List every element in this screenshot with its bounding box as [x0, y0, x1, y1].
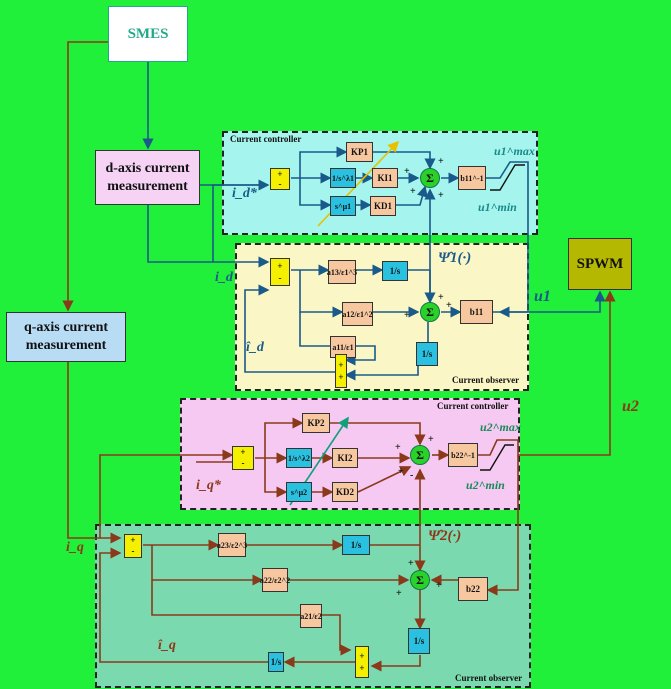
current-observer-q-title: Current observer	[455, 673, 523, 683]
u1-label: u1	[534, 288, 551, 305]
sign: +	[404, 166, 410, 177]
smes-block: SMES	[108, 6, 188, 62]
adder-sign: +	[359, 651, 365, 661]
u2-label: u2	[622, 398, 639, 415]
sign: +	[398, 466, 404, 477]
kp2-block: KP2	[302, 413, 330, 433]
ki1-block: KI1	[372, 168, 398, 188]
sign: +	[438, 190, 444, 201]
adder-sign: +	[338, 360, 344, 370]
psi1-label: Ψ̂1(·)	[438, 250, 472, 266]
adder-sign: -	[278, 179, 282, 189]
integrator-d-observer-2: 1/s	[416, 342, 438, 366]
adder-sign: +	[277, 169, 283, 179]
sign: +	[404, 310, 410, 321]
fractional-derivative-2: s^μ2	[286, 482, 312, 502]
sum-q-controller: Σ	[410, 445, 430, 465]
adder-sign: +	[130, 535, 136, 545]
current-controller-q-title: Current controller	[437, 401, 509, 411]
adder-q-observer-2: ++	[355, 646, 369, 678]
iq-label: i_q	[66, 540, 84, 555]
a22-gain: a22/ε2^2	[260, 568, 290, 592]
iq-ref-label: i_q*	[196, 478, 221, 493]
integrator-d-observer-1: 1/s	[382, 261, 408, 281]
adder-sign: -	[131, 546, 135, 556]
b22-inverse-block: b22^-1	[448, 443, 478, 467]
spwm-block: SPWM	[568, 238, 632, 290]
sign: +	[396, 588, 402, 599]
adder-sign: -	[241, 458, 245, 468]
integrator-q-observer-1: 1/s	[342, 535, 370, 555]
adder-sign: +	[338, 372, 344, 382]
adder-d-observer-2: ++	[335, 354, 347, 388]
a12-gain: a12/ε1^2	[342, 302, 373, 326]
iq-hat-label: î_q	[158, 638, 176, 653]
u1-min-label: u1^min	[478, 200, 517, 214]
fractional-integrator-2: 1/s^λ2	[286, 448, 312, 468]
b11-inverse-block: b11^-1	[458, 166, 486, 190]
integrator-q-observer-2: 1/s	[408, 628, 430, 654]
q-axis-measurement-block: q-axis current measurement	[6, 312, 126, 362]
psi2-label: Ψ̂2(·)	[428, 528, 462, 544]
id-label: i_d	[215, 270, 233, 285]
fractional-derivative-1: s^μ1	[330, 196, 356, 216]
sum-q-observer: Σ	[410, 570, 430, 590]
adder-q-observer: +-	[124, 534, 142, 558]
sign: +	[438, 292, 444, 303]
kd2-block: KD2	[332, 482, 358, 502]
u2-max-label: u2^max	[480, 420, 521, 434]
sum-d-controller: Σ	[420, 168, 440, 188]
b11-block: b11	[460, 300, 493, 324]
id-ref-label: i_d*	[232, 186, 257, 201]
a13-gain: a13/ε1^3	[327, 260, 357, 284]
u2-min-label: u2^min	[466, 478, 505, 492]
integrator-q-observer-3: 1/s	[268, 652, 284, 672]
d-axis-measurement-block: d-axis current measurement	[95, 150, 200, 205]
adder-d-controller: +-	[270, 168, 290, 190]
sign: +	[446, 300, 452, 311]
ki2-block: KI2	[332, 448, 358, 468]
current-observer-d-title: Current observer	[452, 375, 520, 385]
u1-max-label: u1^max	[494, 144, 535, 158]
adder-sign: +	[277, 261, 283, 271]
current-controller-d-title: Current controller	[230, 134, 302, 144]
a21-gain: a21/ε2	[300, 604, 322, 628]
kd1-block: KD1	[370, 196, 396, 216]
sum-d-observer: Σ	[420, 302, 440, 322]
sign: +	[438, 156, 444, 167]
adder-sign: +	[240, 447, 246, 457]
adder-q-controller: +-	[232, 446, 254, 470]
sign: -	[410, 470, 414, 481]
sign: +	[410, 186, 416, 197]
sign: +	[428, 434, 434, 445]
b22-block: b22	[458, 577, 488, 601]
a23-gain: a23/ε2^3	[217, 533, 247, 557]
sign: +	[408, 558, 414, 569]
fractional-integrator-1: 1/s^λ1	[330, 168, 356, 188]
adder-d-observer: +-	[270, 258, 290, 286]
sign: +	[395, 442, 401, 453]
sign: +	[436, 580, 442, 591]
adder-sign: -	[278, 273, 282, 283]
id-hat-label: î_d	[246, 340, 264, 355]
adder-sign: +	[359, 663, 365, 673]
kp1-block: KP1	[346, 142, 373, 162]
